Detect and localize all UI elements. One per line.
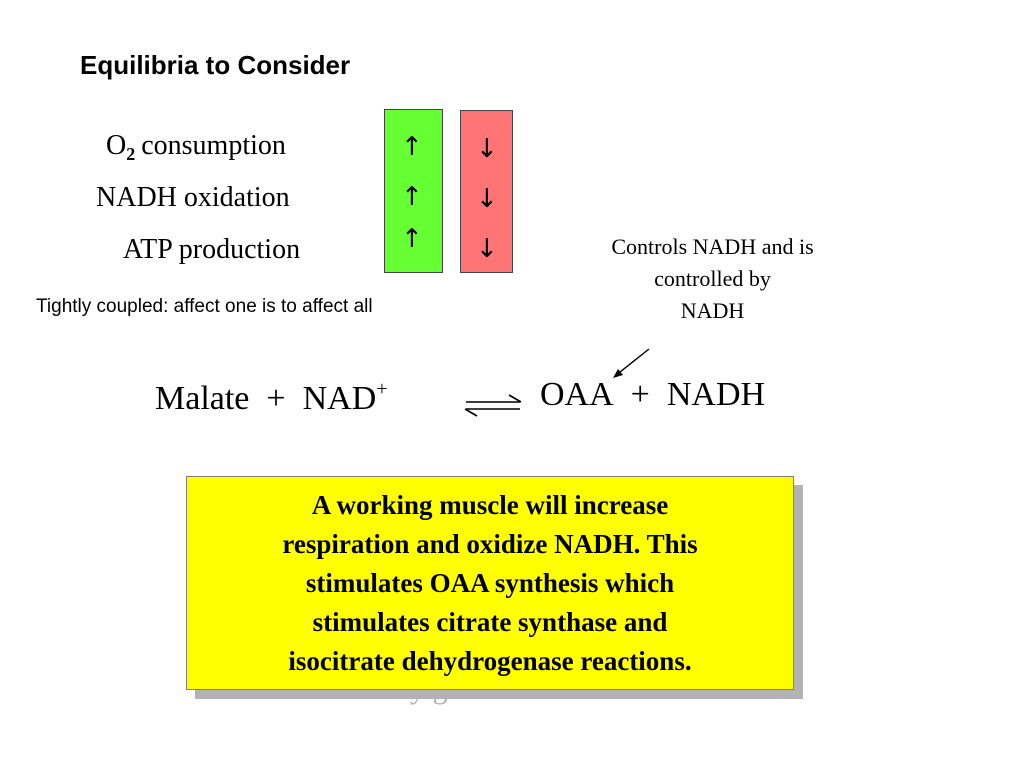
plus-sign: +: [266, 380, 286, 417]
up-arrow-icon: ↑: [401, 182, 423, 212]
coupled-note: Tightly coupled: affect one is to affect…: [36, 296, 373, 317]
nadh-oxidation-label: NADH oxidation: [96, 182, 290, 213]
callout-line: stimulates OAA synthesis which: [305, 567, 675, 598]
decrease-bar: [460, 110, 513, 273]
reaction-products: OAA + NADH: [540, 376, 765, 414]
controls-note: Controls NADH and is controlled by NADH: [570, 231, 855, 327]
controls-note-line: NADH: [680, 298, 745, 323]
o2-subscript: 2: [126, 144, 136, 164]
controls-note-line: Controls NADH and is: [611, 234, 814, 259]
increase-bar: [384, 109, 443, 273]
down-arrow-icon: ↓: [476, 134, 498, 164]
plus-sign: +: [630, 376, 650, 413]
up-arrow-icon: ↑: [401, 224, 423, 254]
slide-title: Equilibria to Consider: [80, 50, 351, 80]
o2-symbol: O: [106, 130, 127, 161]
reaction-reactants: Malate + NAD+: [155, 378, 388, 418]
nad: NAD: [302, 380, 377, 417]
equilibrium-arrow-icon: [464, 394, 522, 417]
callout-line: A working muscle will increase: [311, 489, 669, 520]
callout-text: A working muscle will increase respirati…: [210, 486, 770, 681]
down-arrow-icon: ↓: [476, 234, 498, 264]
oaa: OAA: [540, 376, 614, 413]
up-arrow-icon: ↑: [401, 132, 423, 162]
malate: Malate: [155, 380, 250, 417]
down-arrow-icon: ↓: [476, 184, 498, 214]
consumption-word: consumption: [141, 130, 286, 161]
callout-line: isocitrate dehydrogenase reactions.: [288, 645, 692, 676]
atp-production-label: ATP production: [123, 234, 301, 265]
callout-line: stimulates citrate synthase and: [312, 606, 668, 637]
controls-note-line: controlled by: [654, 266, 771, 291]
nad-charge: +: [376, 378, 388, 400]
callout-box: A working muscle will increase respirati…: [186, 476, 794, 690]
pointer-arrow-icon: [613, 348, 650, 378]
nadh: NADH: [666, 376, 766, 413]
callout-line: respiration and oxidize NADH. This: [282, 528, 698, 559]
